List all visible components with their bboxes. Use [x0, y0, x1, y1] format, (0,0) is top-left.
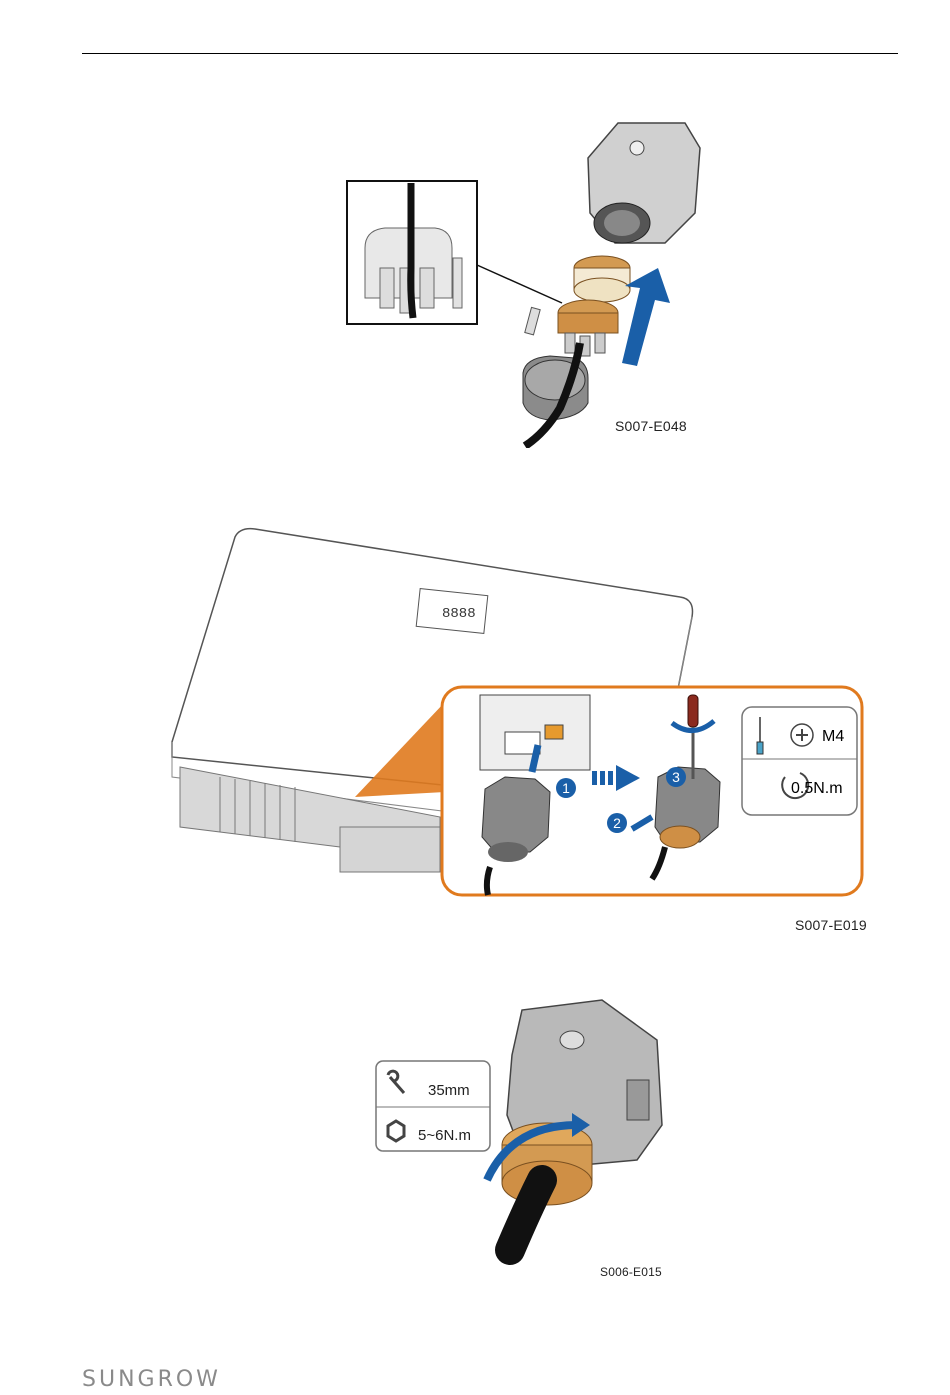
- detail-inset: [347, 181, 477, 324]
- torque-value: 0.5N.m: [791, 780, 843, 797]
- hex-nut-icon: [388, 1121, 404, 1141]
- figure-code: S006-E015: [600, 1265, 662, 1279]
- header-rule: [82, 53, 898, 54]
- figure-connector-assembly: [340, 118, 720, 448]
- display-digits: 8888: [442, 606, 476, 622]
- step-label-2: 2: [613, 815, 621, 831]
- wrench-spec-box: 35mm 5~6N.m: [376, 1061, 490, 1151]
- figure-inverter-connection: 8888 1: [160, 527, 880, 907]
- brass-insulator: [574, 256, 630, 302]
- screw-size: M4: [822, 728, 844, 745]
- torque-range: 5~6N.m: [418, 1127, 471, 1144]
- figure-tighten-nut: 35mm 5~6N.m: [372, 995, 672, 1265]
- screw-spec-box: M4 0.5N.m: [742, 707, 857, 815]
- brass-terminal-body: [525, 300, 618, 356]
- connector-housing: [588, 123, 700, 243]
- figure-code: S007-E019: [795, 917, 867, 933]
- figure-code: S007-E048: [615, 418, 687, 434]
- step-label-1: 1: [562, 780, 570, 796]
- step-label-3: 3: [672, 769, 680, 785]
- wrench-size: 35mm: [428, 1082, 470, 1099]
- sungrow-logo: SUNGROW: [82, 1367, 221, 1392]
